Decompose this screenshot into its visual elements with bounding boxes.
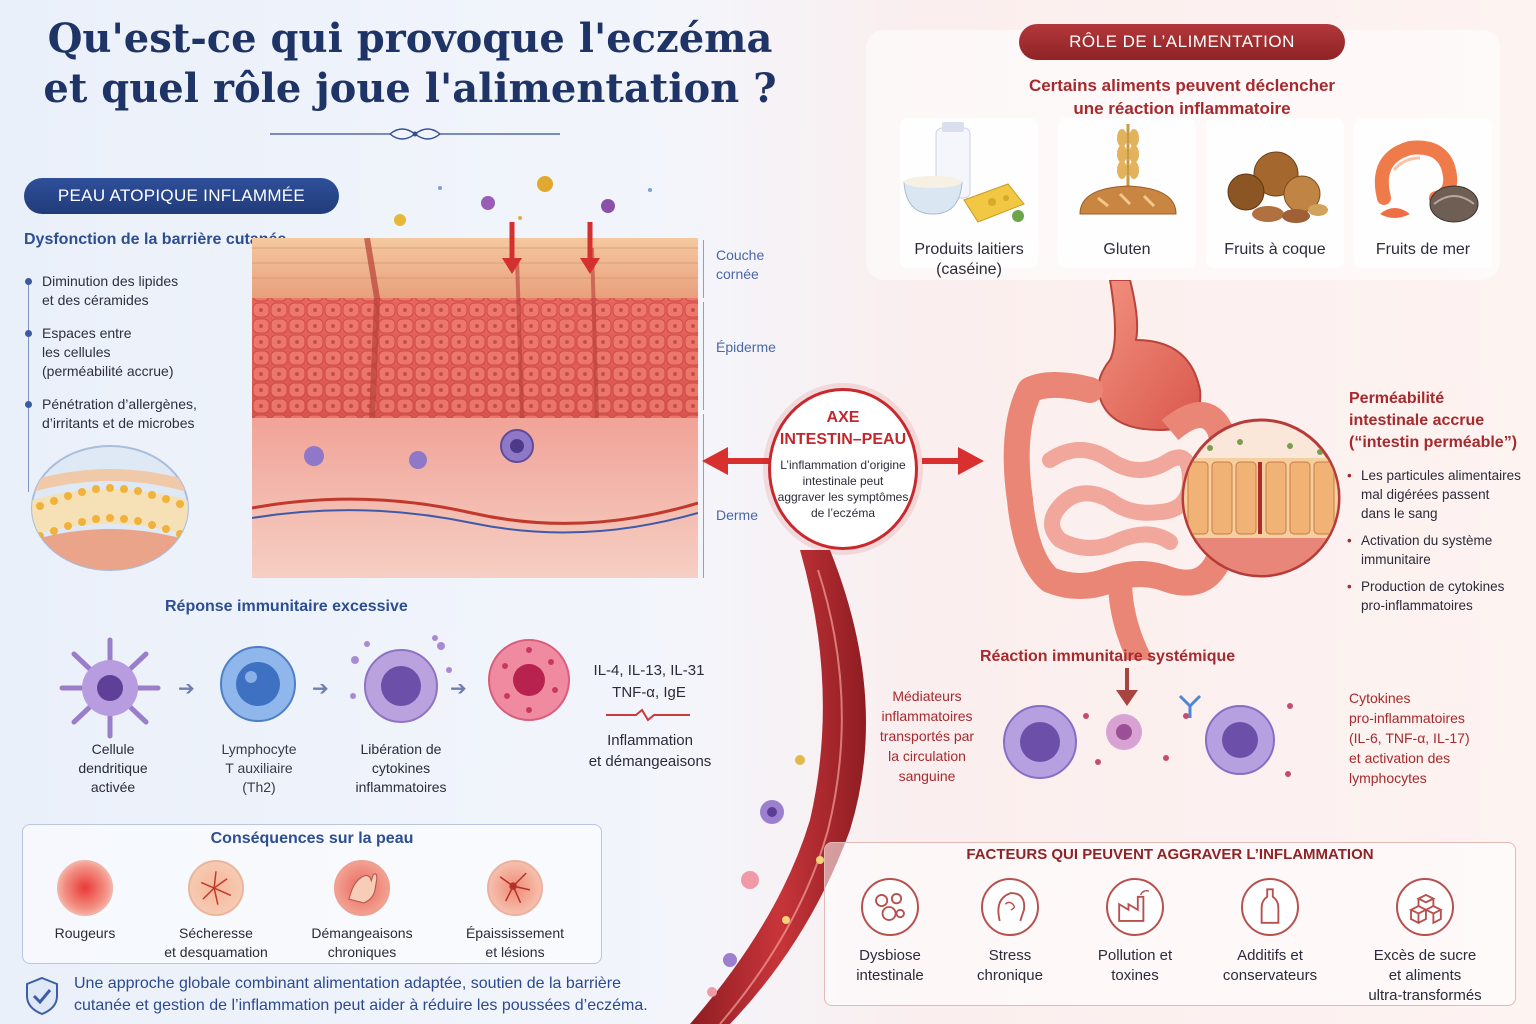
label-dermis: Derme	[716, 507, 759, 523]
lesion-icon	[487, 860, 543, 916]
cracked-skin-icon	[188, 860, 244, 916]
th2-lymphocyte-icon	[220, 646, 296, 722]
title-line-1: Qu'est-ce qui provoque l'eczéma	[47, 15, 773, 62]
systemic-reaction-title: Réaction immunitaire systémique	[980, 648, 1236, 665]
inflammation-flash-icon	[606, 708, 690, 722]
skin-cross-section-illustration	[252, 238, 698, 578]
bullet-penetration: Pénétration d’allergènes,d’irritants et …	[24, 395, 229, 433]
dermis-bracket	[703, 414, 711, 578]
arrow-1-icon: ➔	[178, 678, 195, 700]
arrow-3-icon: ➔	[450, 678, 467, 700]
cytokine-release-cell-icon	[350, 635, 452, 723]
factory-icon	[1106, 878, 1164, 936]
corneum-bracket	[703, 240, 711, 298]
arrow-to-skin-icon	[702, 447, 772, 475]
blood-vessel-illustration	[690, 550, 866, 1024]
immune-response-title: Réponse immunitaire excessive	[165, 598, 408, 615]
allergen-penetration-arrows-icon	[502, 222, 600, 274]
factors-title: FACTEURS QUI PEUVENT AGGRAVER L’INFLAMMA…	[966, 846, 1374, 863]
bottle-icon	[1241, 878, 1299, 936]
seafood-icon	[1374, 140, 1479, 223]
arrow-to-gut-icon	[922, 447, 984, 475]
bottom-summary-note: Une approche globale combinant alimentat…	[74, 975, 648, 1014]
food-card-dairy	[900, 118, 1038, 268]
redness-icon	[57, 860, 113, 916]
label-gluten: Gluten	[1103, 241, 1151, 258]
food-card-nuts	[1206, 118, 1344, 268]
nuts-icon	[1227, 151, 1328, 223]
consequences-title: Conséquences sur la peau	[210, 830, 414, 847]
food-card-gluten	[1058, 118, 1196, 268]
allergen-particles-icon	[394, 176, 652, 226]
left-section-header: PEAU ATOPIQUE INFLAMMÉE	[24, 178, 339, 214]
barrier-title: Dysfonction de la barrière cutanée	[24, 231, 287, 248]
epidermis-bracket	[703, 302, 711, 410]
shield-check-icon	[26, 976, 58, 1016]
leaky-gut-magnification	[1181, 418, 1341, 578]
stressed-head-icon	[981, 878, 1039, 936]
right-section-header: RÔLE DE L’ALIMENTATION	[1019, 24, 1345, 60]
gluten-bread-icon	[1079, 124, 1177, 215]
consequence-redness: Rougeurs	[40, 860, 130, 943]
sugar-cubes-icon	[1396, 878, 1454, 936]
title-line-2: et quel rôle joue l'alimentation ?	[43, 65, 777, 112]
lipid-bilayer-illustration	[31, 445, 189, 571]
label-seafood: Fruits de mer	[1375, 241, 1471, 258]
dairy-icon	[903, 122, 1025, 223]
arrow-2-icon: ➔	[312, 678, 329, 700]
scratching-hand-icon	[334, 860, 390, 916]
down-arrow-icon	[1116, 668, 1138, 706]
label-epidermis: Épiderme	[716, 339, 776, 355]
mast-cell-icon	[488, 639, 570, 721]
dendritic-cell-icon	[59, 637, 161, 739]
page-title: Qu'est-ce qui provoque l'eczéma et quel …	[30, 14, 790, 114]
food-card-seafood	[1354, 118, 1492, 268]
point-cytokine-production: Production de cytokinespro-inflammatoire…	[1347, 577, 1527, 615]
label-nuts: Fruits à coque	[1224, 241, 1326, 258]
label-dairy: Produits laitiers(caséine)	[914, 241, 1024, 278]
systemic-immune-cells-illustration	[1003, 694, 1293, 779]
title-ornament-icon	[270, 128, 560, 140]
bacteria-icon	[861, 878, 919, 936]
